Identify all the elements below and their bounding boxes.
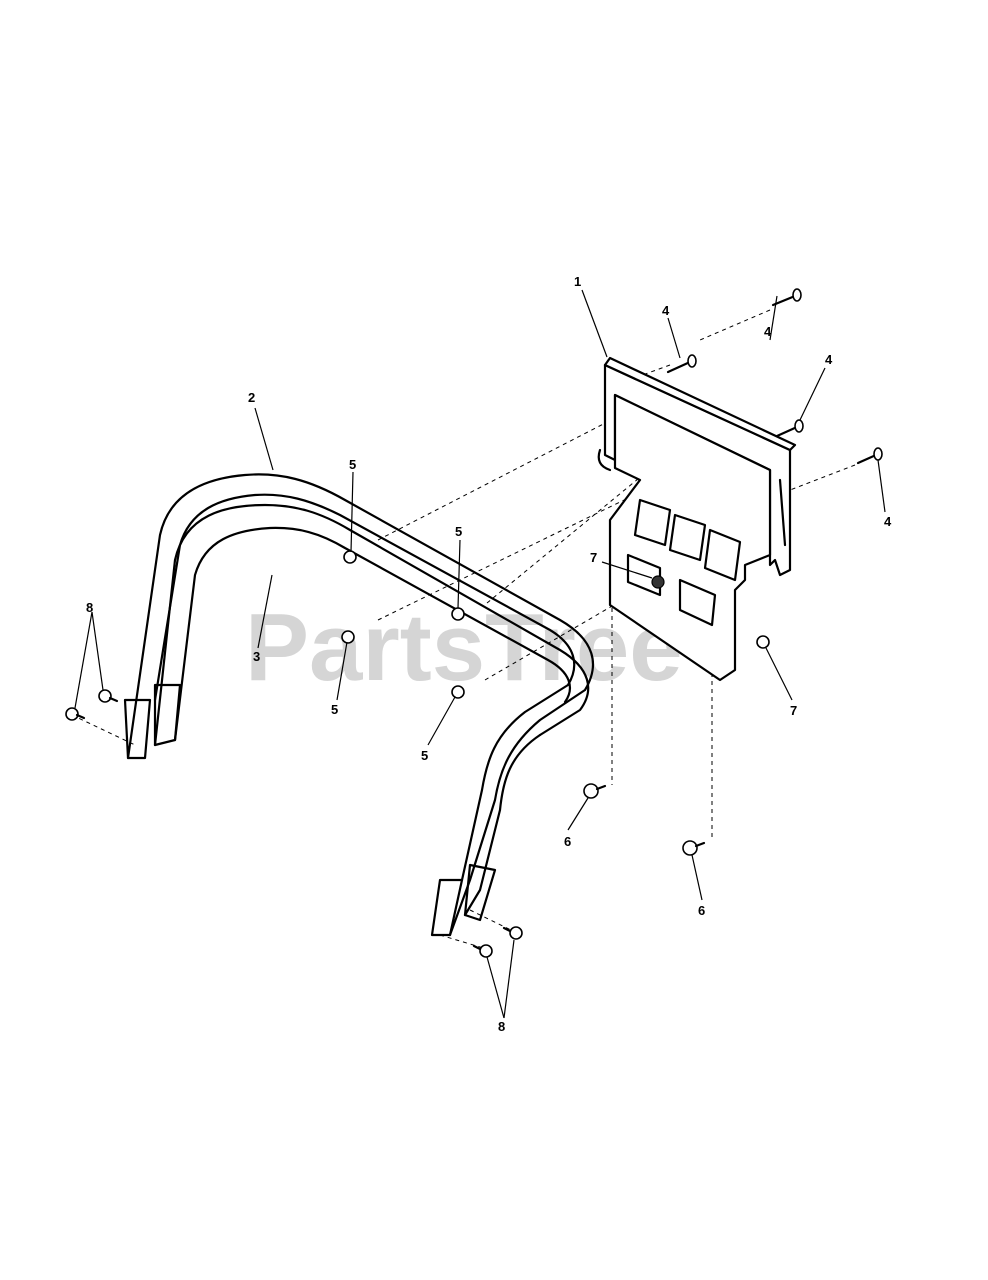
nut-icon xyxy=(651,575,665,589)
callout-1: 1 xyxy=(574,274,581,289)
callout-6: 6 xyxy=(698,903,705,918)
nut-icon xyxy=(756,635,770,649)
nut-7-group xyxy=(651,575,770,649)
callout-7: 7 xyxy=(590,550,597,565)
callout-5: 5 xyxy=(349,457,356,472)
handle-bar-lower xyxy=(153,503,590,922)
callout-4: 4 xyxy=(662,303,670,318)
console-plate xyxy=(597,356,797,682)
callout-5: 5 xyxy=(331,702,338,717)
callout-4: 4 xyxy=(884,514,892,529)
nut-icon xyxy=(451,685,465,699)
bolt-icon xyxy=(98,689,119,703)
screw-6-group xyxy=(583,783,706,856)
screw-icon xyxy=(682,840,706,856)
bolt-icon xyxy=(666,354,697,374)
callout-4: 4 xyxy=(764,324,772,339)
callout-6: 6 xyxy=(564,834,571,849)
bolt-icon xyxy=(771,288,802,307)
callout-5: 5 xyxy=(455,524,462,539)
bolt-icon xyxy=(502,926,523,940)
bolt-8-group xyxy=(65,689,523,958)
callout-8: 8 xyxy=(86,600,93,615)
nut-icon xyxy=(343,550,357,564)
callout-5: 5 xyxy=(421,748,428,763)
callout-2: 2 xyxy=(248,390,255,405)
callout-labels: 1 2 3 4 4 4 4 5 5 5 5 6 6 7 7 8 8 xyxy=(86,274,892,1034)
nut-icon xyxy=(341,630,355,644)
callout-8: 8 xyxy=(498,1019,505,1034)
nut-icon xyxy=(451,607,465,621)
bolt-icon xyxy=(65,707,86,721)
bolt-4-group xyxy=(666,288,883,465)
callout-4: 4 xyxy=(825,352,833,367)
screw-icon xyxy=(583,783,607,799)
handle-bar-upper xyxy=(123,473,594,937)
leader-lines xyxy=(74,289,886,1019)
callout-7: 7 xyxy=(790,703,797,718)
callout-3: 3 xyxy=(253,649,260,664)
bolt-icon xyxy=(775,419,804,438)
bolt-icon xyxy=(472,944,493,958)
nut-5-group xyxy=(341,550,465,699)
